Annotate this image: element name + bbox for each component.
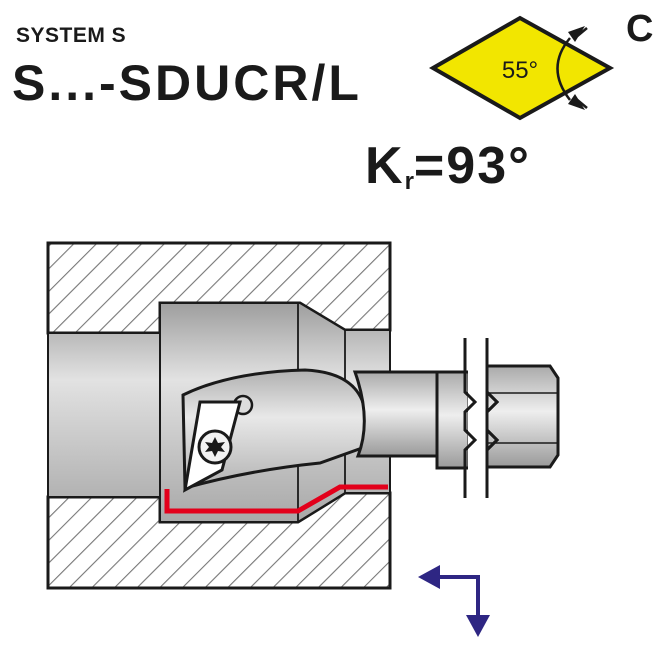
- angle-arrow-bottom: [568, 94, 585, 110]
- insert-angle-label: 55°: [502, 57, 538, 84]
- angle-leader-bottom: [574, 97, 588, 109]
- angle-arc: [556, 37, 571, 101]
- insert-shape-letter: C: [626, 8, 654, 50]
- kr-subscript: r: [404, 168, 414, 195]
- holder-body: [485, 364, 560, 469]
- break-gap: [468, 340, 484, 496]
- feed-arrows-icon: [418, 565, 490, 637]
- system-label: SYSTEM S: [16, 24, 127, 47]
- kr-value: =93°: [413, 137, 531, 195]
- angle-leader-top: [574, 27, 588, 39]
- insert-diamond-shape: [428, 15, 615, 121]
- tool-designation: S...-SDUCR/L: [12, 55, 362, 111]
- break-line-right-overlay: [485, 338, 500, 498]
- bar-shank: [352, 370, 442, 458]
- kr-symbol: K: [365, 137, 405, 195]
- break-line-left-overlay: [463, 338, 478, 498]
- kr-angle-label: Kr=93°: [365, 140, 531, 194]
- torx-screw-icon: [197, 429, 233, 465]
- angle-arrow-top: [568, 26, 585, 42]
- bore-contour-line: [164, 484, 388, 514]
- insert-diamond-icon: 55°: [428, 15, 615, 121]
